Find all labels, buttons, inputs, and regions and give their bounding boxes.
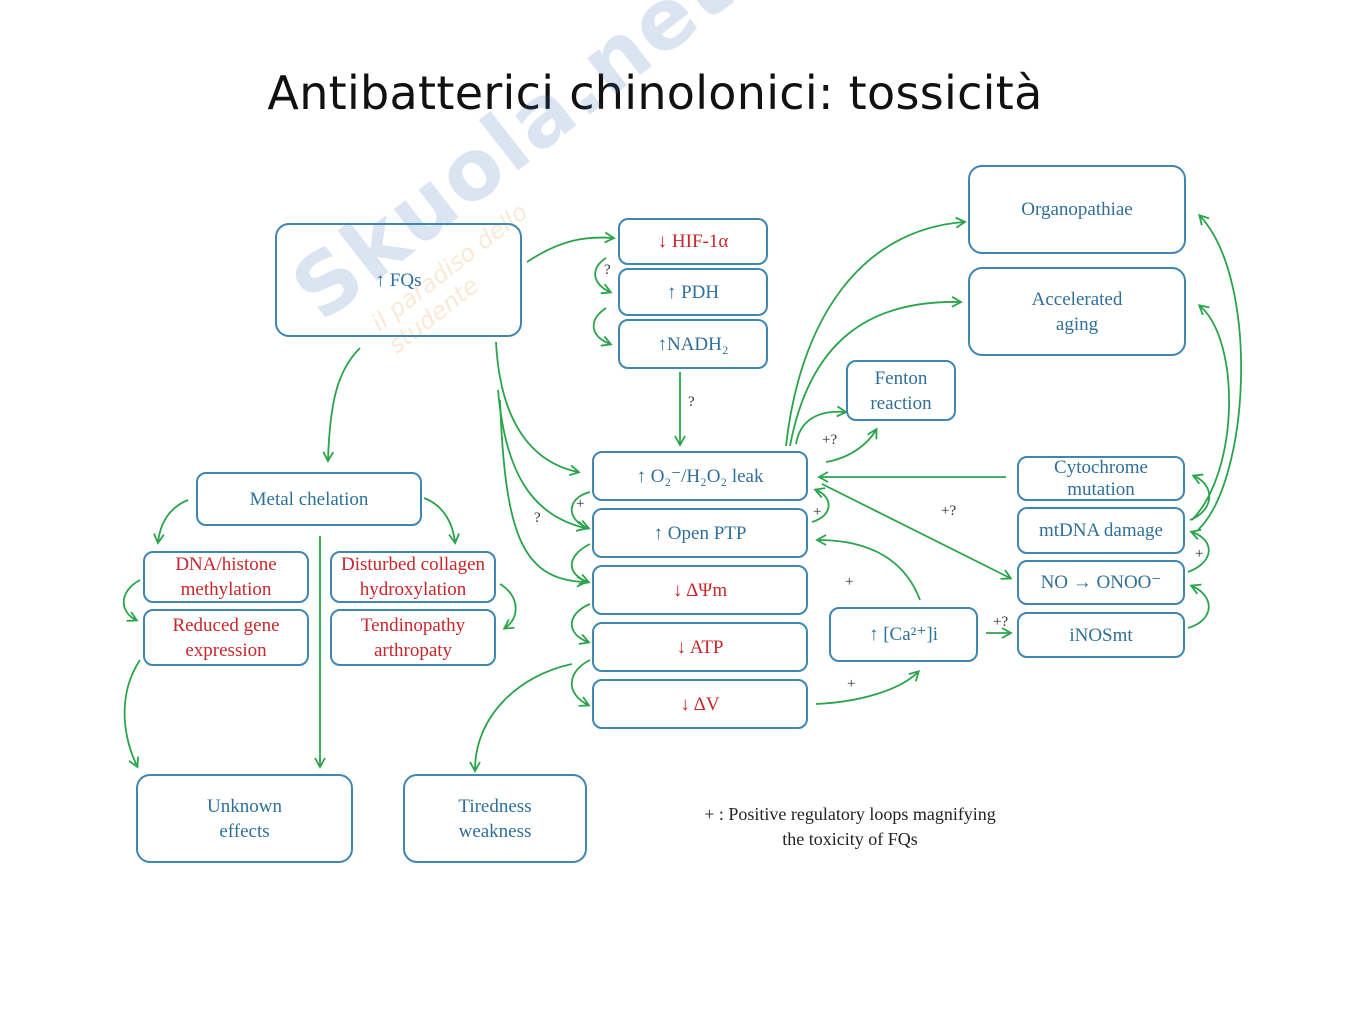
box-ros-leak-label: ↑ O₂⁻/H₂O₂ leak <box>636 465 764 487</box>
arrow-chelation-collagen <box>423 497 460 545</box>
arrow-hif-pdh <box>594 257 613 295</box>
mark-question-3: ? <box>534 510 541 526</box>
arrow-dpsi-atp-loop <box>570 603 591 645</box>
arrow-collagen-tendino <box>499 583 517 630</box>
mark-plus-2: + <box>813 504 822 520</box>
arrow-dv-ca <box>815 669 921 705</box>
box-dpsi-label: ↓ ΔΨm <box>672 579 728 601</box>
arrow-atp-dv-loop <box>570 659 591 707</box>
box-collagen-label: Disturbed collagen hydroxylation <box>340 554 486 600</box>
arrow-fqs-chelation <box>322 347 361 463</box>
mark-plus-question-2: +? <box>941 503 957 519</box>
box-nadh: ↑NADH₂ <box>618 319 768 369</box>
arrow-fqs-dpsi <box>499 399 588 588</box>
box-pdh: ↑ PDH <box>618 268 768 316</box>
box-hif-label: ↓ HIF-1α <box>657 231 729 252</box>
mark-plus-question-1: +? <box>822 432 838 448</box>
box-organopathiae-label: Organopathiae <box>1021 199 1133 220</box>
arrow-pdh-nadh <box>592 307 613 347</box>
arrow-right-aging <box>1191 304 1230 521</box>
box-ros-leak: ↑ O₂⁻/H₂O₂ leak <box>592 451 808 501</box>
box-fqs: ↑ FQs <box>275 223 522 337</box>
box-fenton: Fenton reaction <box>846 360 956 421</box>
box-mtdna: mtDNA damage <box>1017 507 1185 554</box>
arrow-leak-fenton <box>795 405 848 445</box>
box-open-ptp-label: ↑ Open PTP <box>653 522 747 544</box>
mark-plus-question-3: +? <box>993 614 1009 630</box>
box-open-ptp: ↑ Open PTP <box>592 508 808 558</box>
box-reduced-gene-label: Reduced gene expression <box>172 614 280 661</box>
box-aging-label: Accelerated aging <box>1031 288 1123 335</box>
arrow-leak-ptp-loop <box>570 491 591 531</box>
arrow-fqs-hif <box>526 231 616 263</box>
arrow-no-mtdna <box>1187 529 1210 573</box>
box-dv: ↓ ΔV <box>592 679 808 729</box>
box-tiredness-label: Tiredness weakness <box>458 795 532 842</box>
box-unknown-label: Unknown effects <box>207 795 282 842</box>
arrow-chelation-dna <box>153 499 189 545</box>
legend-text: + : Positive regulatory loops magnifying… <box>704 804 996 849</box>
arrow-leak-organ <box>785 216 967 447</box>
box-cytochrome-label: Cytochrome mutation <box>1054 456 1148 500</box>
slide-title: Antibatterici chinolonici: tossicità <box>267 66 1043 120</box>
arrow-fenton-leak <box>825 427 878 463</box>
arrow-dna-reduced <box>122 579 141 622</box>
box-inos: iNOSmt <box>1017 612 1185 658</box>
box-collagen: Disturbed collagen hydroxylation <box>330 551 496 603</box>
box-pdh-label: ↑ PDH <box>666 281 720 303</box>
box-organopathiae: Organopathiae <box>968 165 1186 254</box>
box-dv-label: ↓ ΔV <box>680 693 720 715</box>
mark-plus-5: + <box>1195 546 1204 562</box>
arrow-ptp-leak-loop <box>811 487 830 523</box>
box-unknown: Unknown effects <box>136 774 353 863</box>
box-dna-methylation: DNA/histone methylation <box>143 551 309 603</box>
box-fenton-label: Fenton reaction <box>870 367 932 414</box>
box-metal-chelation: Metal chelation <box>196 472 422 526</box>
box-calcium-label: ↑ [Ca²⁺]i <box>868 624 938 645</box>
box-reduced-gene: Reduced gene expression <box>143 609 309 666</box>
arrow-ptp-dpsi-loop <box>570 543 591 585</box>
box-tendinopathy: Tendinopathy arthropaty <box>330 609 496 666</box>
box-calcium: ↑ [Ca²⁺]i <box>829 607 978 662</box>
mark-plus-3: + <box>845 574 854 590</box>
mark-plus-1: + <box>576 496 585 512</box>
box-dna-methylation-label: DNA/histone methylation <box>175 554 277 600</box>
arrow-leak-aging <box>789 296 963 447</box>
mark-question-1: ? <box>604 262 611 278</box>
box-inos-label: iNOSmt <box>1069 624 1133 646</box>
arrow-atp-tiredness <box>469 663 573 773</box>
arrow-inos-no <box>1187 583 1210 629</box>
box-no-onoo-label: NO → ONOO⁻ <box>1040 572 1162 593</box>
box-hif: ↓ HIF-1α <box>618 218 768 265</box>
arrow-ca-ptp <box>815 534 921 601</box>
arrow-leak-no <box>821 483 1013 580</box>
mark-plus-4: + <box>847 676 856 692</box>
box-aging: Accelerated aging <box>968 267 1186 356</box>
box-tendinopathy-label: Tendinopathy arthropaty <box>360 614 466 661</box>
box-fqs-label: ↑ FQs <box>375 269 422 291</box>
arrow-right-organ <box>1197 213 1243 531</box>
box-mtdna-label: mtDNA damage <box>1038 520 1163 541</box>
arrow-reduced-unknown <box>123 659 141 769</box>
box-atp-label: ↓ ATP <box>676 636 724 658</box>
box-dpsi: ↓ ΔΨm <box>592 565 808 615</box>
mark-question-2: ? <box>688 394 695 410</box>
box-tiredness: Tiredness weakness <box>403 774 587 863</box>
box-atp: ↓ ATP <box>592 622 808 672</box>
arrow-fqs-leak <box>495 341 581 477</box>
arrow-mtdna-cyto <box>1189 473 1211 521</box>
box-metal-chelation-label: Metal chelation <box>249 488 369 510</box>
box-nadh-label: ↑NADH₂ <box>657 333 729 355</box>
box-cytochrome: Cytochrome mutation <box>1017 456 1185 501</box>
box-no-onoo: NO → ONOO⁻ <box>1017 560 1185 605</box>
